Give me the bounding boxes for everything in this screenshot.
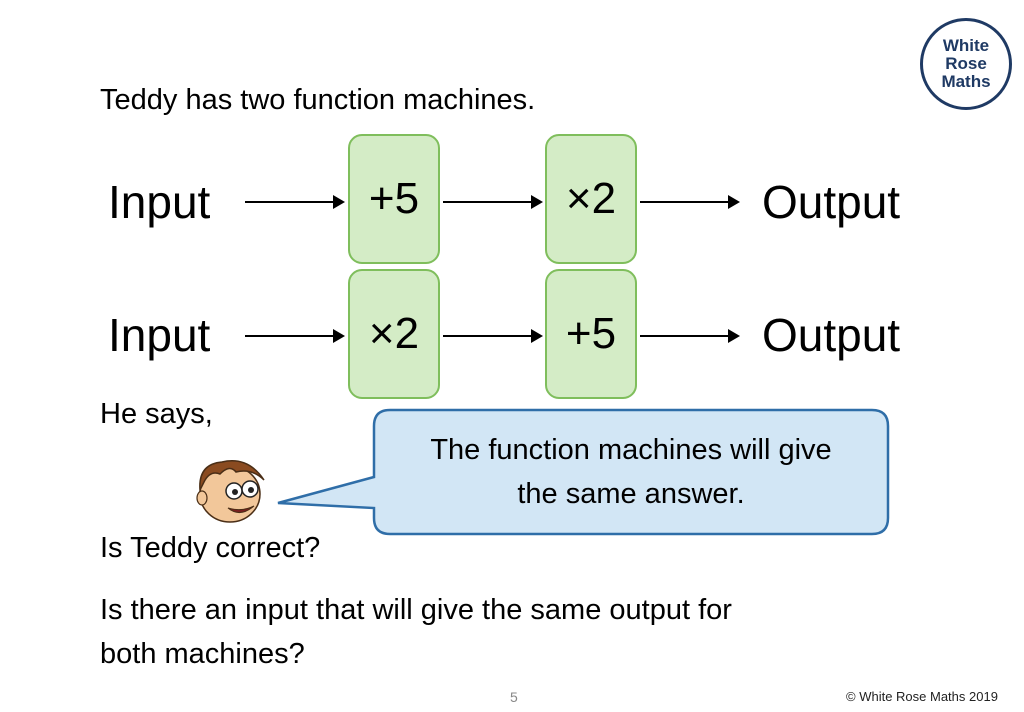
question-2-line-2: both machines? [100, 638, 305, 670]
machine-2-step-2: +5 [545, 269, 637, 399]
arrow-icon [245, 329, 345, 343]
logo-line-2: Rose [945, 54, 987, 73]
arrow-icon [640, 329, 740, 343]
speech-line-2: the same answer. [517, 478, 745, 510]
intro-text: Teddy has two function machines. [100, 84, 536, 116]
question-2-line-1: Is there an input that will give the sam… [100, 594, 732, 626]
logo-line-1: White [942, 36, 990, 55]
copyright-text: © White Rose Maths 2019 [846, 689, 998, 704]
machine-1-step-1: +5 [348, 134, 440, 264]
arrow-icon [640, 195, 740, 209]
arrow-icon [245, 195, 345, 209]
machine-1-input-label: Input [108, 176, 211, 228]
machine-2-input-label: Input [108, 309, 211, 361]
speech-bubble [277, 408, 890, 536]
logo-line-3: Maths [941, 72, 991, 91]
arrow-icon [443, 329, 543, 343]
speech-line-1: The function machines will give [430, 434, 832, 466]
machine-2-output-label: Output [762, 309, 901, 361]
white-rose-maths-logo: White Rose Maths [920, 18, 1012, 110]
page-number: 5 [510, 689, 518, 705]
he-says-text: He says, [100, 398, 213, 430]
arrow-icon [443, 195, 543, 209]
machine-1-output-label: Output [762, 176, 901, 228]
machine-2-step-1: ×2 [348, 269, 440, 399]
machine-1-step-2: ×2 [545, 134, 637, 264]
teddy-avatar [196, 460, 265, 523]
question-1: Is Teddy correct? [100, 532, 321, 564]
